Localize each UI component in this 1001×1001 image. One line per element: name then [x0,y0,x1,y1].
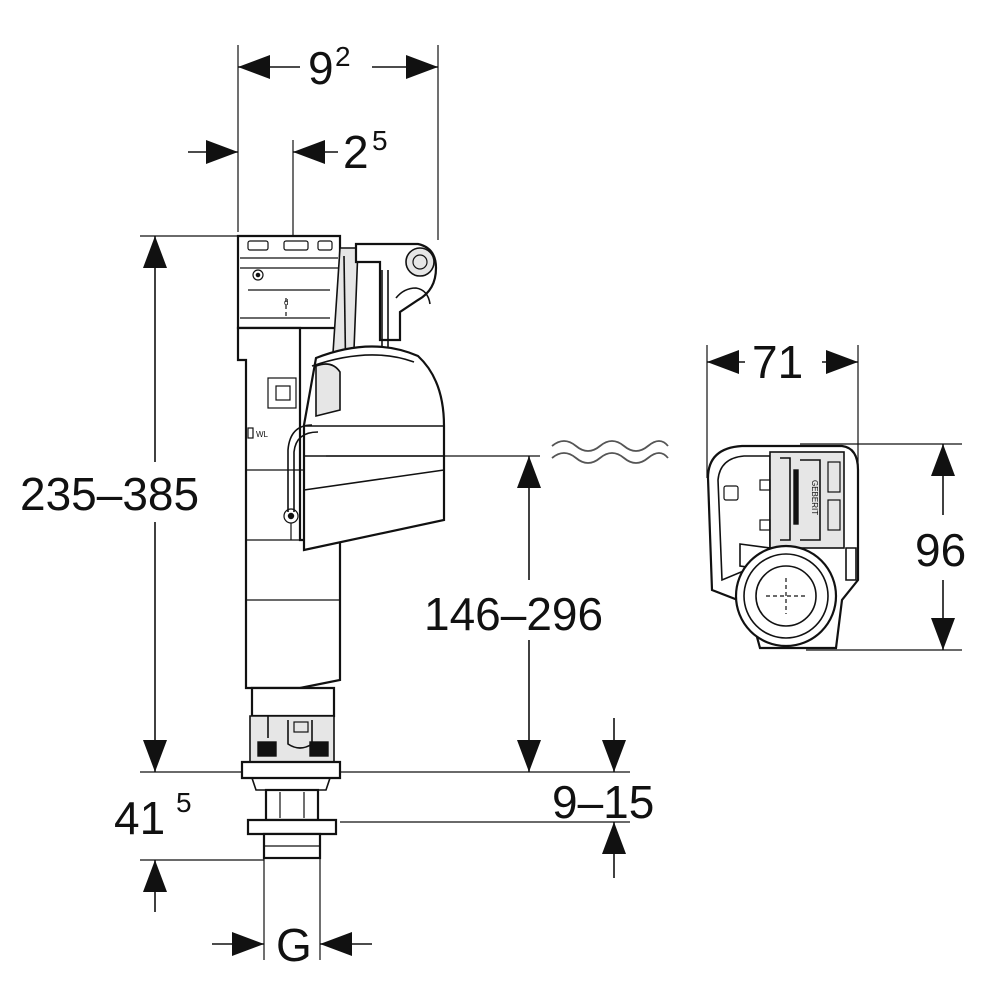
wl-mark-box [247,427,254,439]
fill-valve-body: d WL [236,234,446,860]
dimension-bottom-height: 41 5 [114,787,264,912]
dimension-total-height: 235–385 [20,235,248,773]
brand-label: GEBERIT [810,480,819,515]
dimension-top-width: 9 2 [237,41,439,240]
head-slot-left [247,240,269,251]
dimension-thread: G [212,858,372,971]
top-width-value: 9 [308,42,334,94]
water-surface-wave [551,440,669,452]
tube-window [267,377,297,409]
valve-width-value: 71 [752,336,803,388]
head-slot-middle [283,240,309,251]
dimension-valve-depth: 96 [800,443,966,651]
valve-top-view: GEBERIT [706,444,860,650]
total-height-value: 235–385 [20,468,199,520]
thread-label: G [276,919,312,971]
bottom-height-superscript: 5 [176,787,192,818]
dimension-adjust-range: 9–15 [340,718,654,878]
wl-mark: WL [256,430,269,439]
connector-clip-left [257,741,277,757]
dimension-valve-width: 71 [706,336,859,478]
valve-depth-value: 96 [915,524,966,576]
head-slot-right [317,240,333,251]
bottom-height-value: 41 [114,792,165,844]
top-offset-superscript: 5 [372,125,388,156]
top-width-superscript: 2 [335,41,351,72]
water-level-value: 146–296 [424,588,603,640]
dimension-water-level: 146–296 [326,440,669,772]
svg-text:d: d [284,298,288,307]
connector-clip-right [309,741,329,757]
head-screw [252,269,264,281]
adjust-range-value: 9–15 [552,776,654,828]
dimension-top-offset: 2 5 [188,125,388,240]
top-offset-value: 2 [343,126,369,178]
